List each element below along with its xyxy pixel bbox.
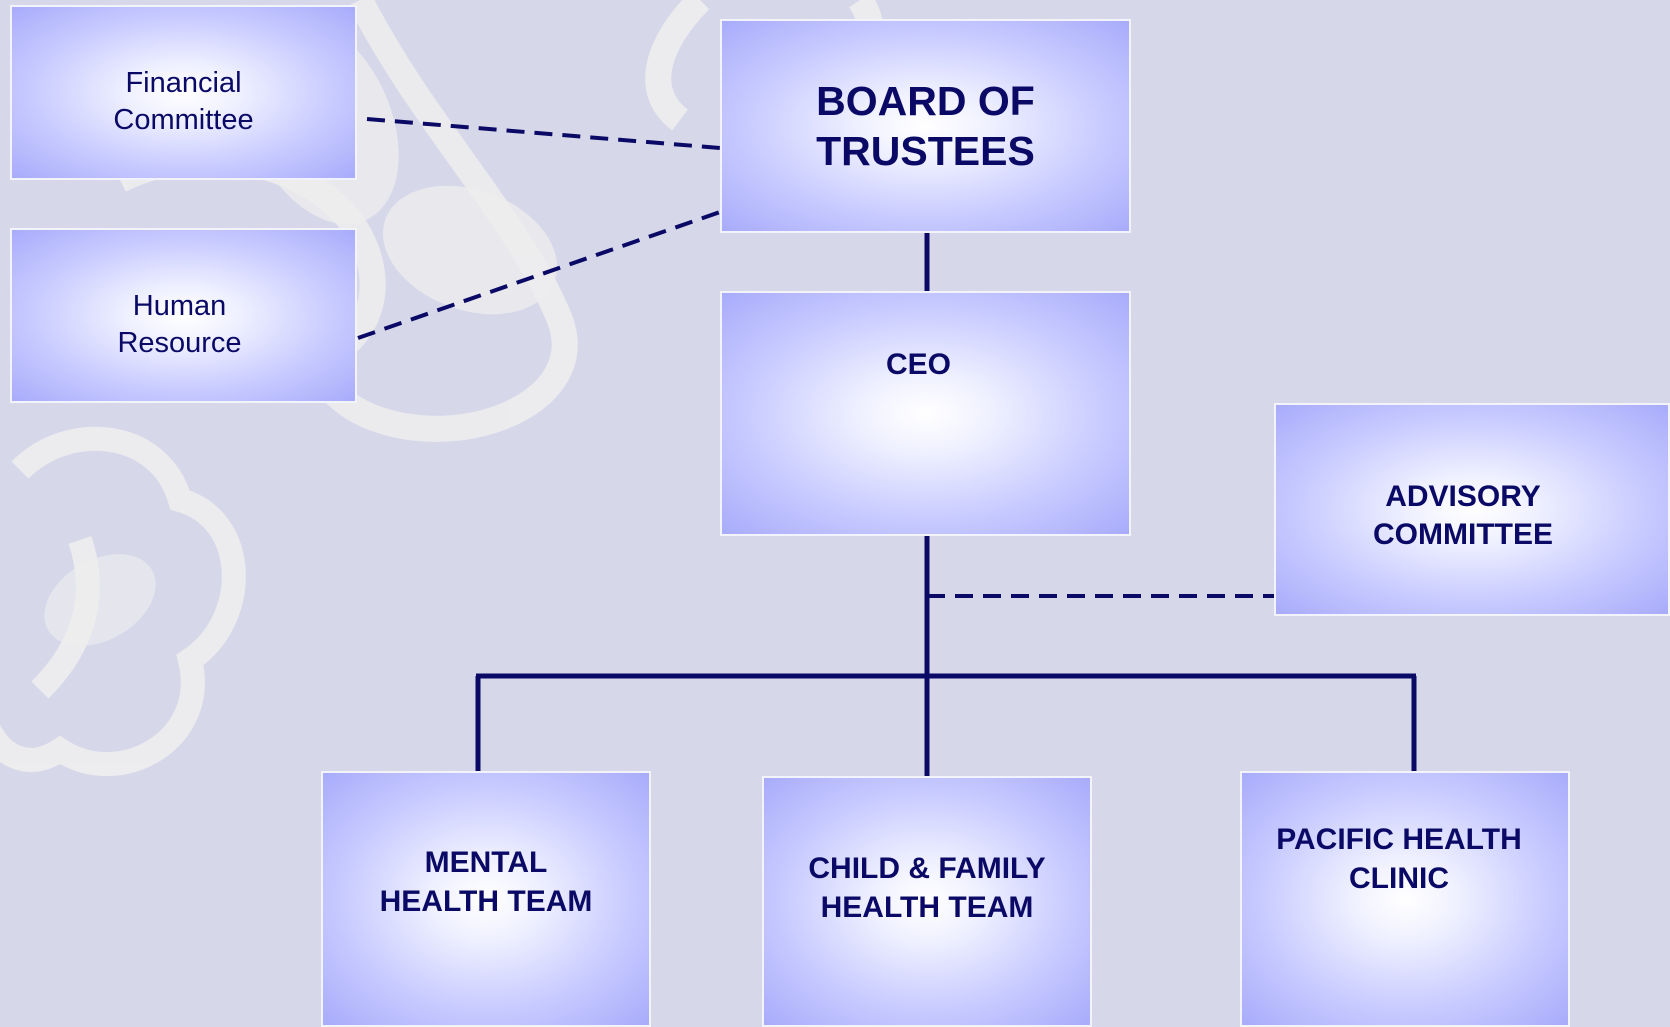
- human-resource-box: Human Resource: [10, 228, 357, 403]
- financial-committee-box: Financial Committee: [10, 5, 357, 180]
- pacific-health-clinic-label: PACIFIC HEALTH CLINIC: [1276, 823, 1522, 895]
- board-of-trustees-box: BOARD OF TRUSTEES: [720, 19, 1131, 233]
- human-resource-label: Human Resource: [117, 290, 242, 359]
- ceo-box: CEO: [720, 291, 1131, 536]
- child-family-health-team-box: CHILD & FAMILY HEALTH TEAM: [762, 776, 1092, 1027]
- financial-committee-label: Financial Committee: [113, 67, 254, 136]
- child-family-health-team-label: CHILD & FAMILY HEALTH TEAM: [808, 852, 1046, 924]
- dashed-connector-financial: [366, 117, 721, 150]
- mental-health-team-label: MENTAL HEALTH TEAM: [379, 846, 593, 918]
- board-of-trustees-label: BOARD OF TRUSTEES: [816, 78, 1035, 174]
- advisory-committee-box: ADVISORY COMMITTEE: [1274, 403, 1670, 616]
- advisory-committee-label: ADVISORY COMMITTEE: [1373, 480, 1553, 551]
- mental-health-team-box: MENTAL HEALTH TEAM: [321, 771, 651, 1027]
- dashed-connector-human-resource: [357, 210, 721, 340]
- ceo-label: CEO: [885, 348, 951, 381]
- pacific-health-clinic-box: PACIFIC HEALTH CLINIC: [1240, 771, 1570, 1027]
